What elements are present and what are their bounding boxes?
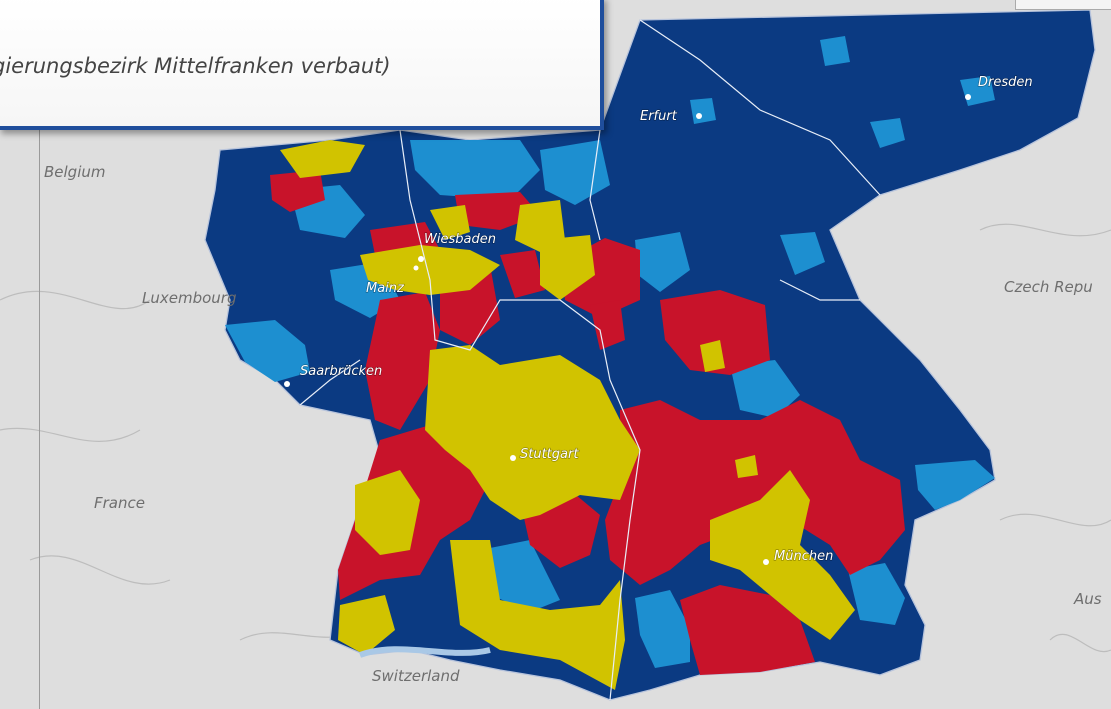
marker-erfurt bbox=[696, 113, 702, 119]
marker-dresden bbox=[965, 94, 971, 100]
country-label-luxembourg: Luxembourg bbox=[142, 289, 236, 307]
city-label-muenchen: München bbox=[774, 549, 833, 564]
city-label-dresden: Dresden bbox=[978, 75, 1033, 90]
lake-constance bbox=[358, 646, 491, 658]
map-corner-control[interactable] bbox=[1015, 0, 1111, 10]
country-label-belgium: Belgium bbox=[44, 163, 106, 181]
districts-yellow bbox=[280, 140, 855, 690]
caption-text: gierungsbezirk Mittelfranken verbaut) bbox=[0, 54, 391, 78]
neighbor-borders bbox=[0, 223, 1111, 653]
state-borders bbox=[299, 19, 881, 701]
marker-saarbruecken bbox=[284, 381, 290, 387]
districts-red bbox=[270, 170, 905, 675]
marker-wiesbaden bbox=[418, 256, 424, 262]
city-label-wiesbaden: Wiesbaden bbox=[424, 232, 496, 247]
city-label-erfurt: Erfurt bbox=[640, 109, 678, 124]
country-label-austria: Aus bbox=[1073, 590, 1102, 608]
city-label-stuttgart: Stuttgart bbox=[520, 447, 579, 462]
marker-stuttgart bbox=[510, 455, 516, 461]
country-label-france: France bbox=[94, 494, 145, 512]
caption-panel: gierungsbezirk Mittelfranken verbaut) bbox=[0, 0, 604, 130]
marker-mainz bbox=[413, 265, 419, 271]
map-left-frame bbox=[0, 130, 40, 709]
country-label-switzerland: Switzerland bbox=[372, 667, 460, 685]
country-label-czech-republic: Czech Repu bbox=[1004, 278, 1093, 296]
city-label-saarbruecken: Saarbrücken bbox=[300, 364, 382, 379]
marker-muenchen bbox=[763, 559, 769, 565]
city-markers bbox=[284, 94, 971, 565]
city-label-mainz: Mainz bbox=[366, 281, 405, 296]
